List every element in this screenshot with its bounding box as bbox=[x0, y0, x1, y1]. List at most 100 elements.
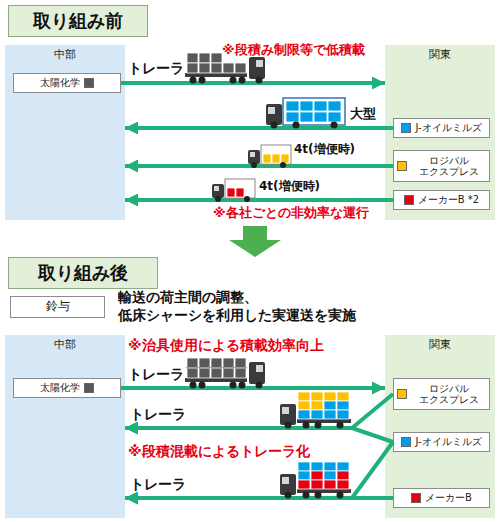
flow-arrow bbox=[121, 386, 385, 390]
trailer-truck-part bbox=[285, 492, 292, 499]
large-truck-part bbox=[286, 101, 299, 111]
flow-arrow bbox=[125, 164, 393, 168]
color-square bbox=[404, 195, 414, 205]
trailer-truck-part bbox=[256, 365, 263, 372]
small-truck-part bbox=[212, 184, 224, 198]
trailer-truck-part bbox=[298, 462, 349, 489]
trailer-truck-part bbox=[211, 63, 222, 73]
edge-label: トレーラ bbox=[130, 476, 186, 494]
flow-arrow bbox=[125, 126, 393, 130]
trailer-truck-part bbox=[223, 368, 234, 378]
section-heading: 取り組み前 bbox=[8, 5, 148, 37]
node-text: 取り組み前 bbox=[33, 11, 123, 32]
trailer-truck-part bbox=[211, 358, 222, 368]
region-band: 中部太陽化学 bbox=[5, 335, 125, 518]
section-heading: 取り組み後 bbox=[8, 257, 158, 289]
note-text: ※段積み制限等で低積載 bbox=[222, 42, 365, 58]
small-truck-part bbox=[227, 188, 244, 197]
trailer-truck-part bbox=[324, 462, 336, 471]
trailer-truck-part bbox=[311, 392, 323, 401]
trailer-truck-part bbox=[303, 422, 310, 429]
trailer-truck-part bbox=[324, 392, 336, 401]
flow-arrow bbox=[121, 81, 385, 85]
company-box: ロジパル エクスプレス bbox=[393, 150, 490, 182]
trailer-truck-part bbox=[285, 492, 344, 499]
trailer-truck-part bbox=[187, 358, 246, 378]
large-truck-part bbox=[300, 101, 313, 111]
company-box: 太陽化学 bbox=[13, 73, 121, 93]
trailer-truck-part bbox=[186, 367, 247, 369]
company-box: 太陽化学 bbox=[13, 378, 121, 398]
small-truck-part bbox=[214, 186, 219, 191]
trailer-truck-part bbox=[298, 392, 349, 419]
large-truck-part bbox=[293, 122, 300, 129]
trailer-truck-part bbox=[337, 422, 344, 429]
large-truck-part bbox=[328, 101, 341, 111]
trailer-truck-part bbox=[211, 368, 222, 378]
color-square bbox=[411, 493, 421, 503]
down-arrow bbox=[229, 226, 281, 257]
large-truck bbox=[266, 98, 345, 129]
company-box: J-オイルミルズ bbox=[393, 118, 490, 138]
node-text: メーカーB *2 bbox=[418, 194, 479, 206]
small-truck bbox=[212, 179, 255, 202]
small-truck-part bbox=[263, 154, 271, 163]
trailer-truck-part bbox=[337, 480, 349, 489]
trailer-truck-part bbox=[311, 480, 323, 489]
color-square bbox=[401, 437, 411, 447]
trailer-truck-part bbox=[185, 73, 247, 77]
flow-arrow bbox=[125, 496, 393, 500]
large-truck-part bbox=[286, 112, 299, 122]
trailer-truck bbox=[280, 462, 351, 499]
trailer-truck-part bbox=[315, 422, 322, 429]
trailer-truck-part bbox=[185, 378, 247, 382]
trailer-truck-part bbox=[298, 401, 310, 410]
node-text: J-オイルミルズ bbox=[415, 436, 481, 448]
small-truck-part bbox=[244, 196, 250, 202]
trailer-truck-part bbox=[187, 53, 246, 73]
node-text: 関東 bbox=[385, 339, 495, 352]
color-square bbox=[84, 78, 94, 88]
large-truck-part bbox=[271, 122, 278, 129]
trailer-truck-part bbox=[187, 53, 198, 63]
large-truck-part bbox=[331, 122, 338, 129]
small-truck-part bbox=[280, 162, 286, 168]
large-truck-part bbox=[283, 98, 345, 125]
trailer-truck-part bbox=[298, 480, 310, 489]
trailer-truck-part bbox=[324, 480, 336, 489]
small-truck-part bbox=[248, 150, 260, 164]
note-text: ※段積混載によるトレーラ化 bbox=[128, 443, 310, 461]
trailer-truck-part bbox=[187, 368, 198, 378]
flow-arrow bbox=[125, 394, 393, 428]
trailer-truck-part bbox=[235, 358, 246, 368]
trailer-truck-part bbox=[337, 492, 344, 499]
trailer-truck-part bbox=[249, 57, 265, 79]
trailer-truck-part bbox=[187, 63, 198, 73]
trailer-truck-part bbox=[311, 471, 323, 480]
trailer-truck-part bbox=[199, 368, 210, 378]
node-text: 中部 bbox=[5, 339, 125, 352]
edge-label: 4t(増便時) bbox=[294, 142, 355, 157]
trailer-truck-part bbox=[190, 77, 263, 84]
node-text: 関東 bbox=[385, 49, 495, 62]
trailer-truck-part bbox=[337, 462, 349, 471]
trailer-truck-part bbox=[285, 422, 292, 429]
flow-arrow bbox=[125, 428, 393, 442]
color-square bbox=[401, 123, 411, 133]
trailer-truck bbox=[280, 392, 351, 429]
small-truck-part bbox=[261, 145, 291, 164]
small-truck-part bbox=[215, 196, 221, 202]
edge-label: トレーラ bbox=[128, 366, 184, 384]
flow-arrow bbox=[125, 198, 393, 202]
note-text: ※治具使用による積載効率向上 bbox=[128, 337, 324, 355]
large-truck-part bbox=[328, 112, 341, 122]
note-text: ※各社ごとの非効率な運行 bbox=[213, 205, 369, 221]
trailer-truck-part bbox=[256, 382, 263, 389]
company-box: 鈴与 bbox=[10, 296, 105, 318]
node-text: 取り組み後 bbox=[38, 263, 128, 284]
trailer-truck-part bbox=[298, 410, 310, 419]
large-truck-part bbox=[268, 107, 275, 114]
trailer-truck-part bbox=[249, 362, 265, 384]
color-square bbox=[397, 161, 407, 171]
